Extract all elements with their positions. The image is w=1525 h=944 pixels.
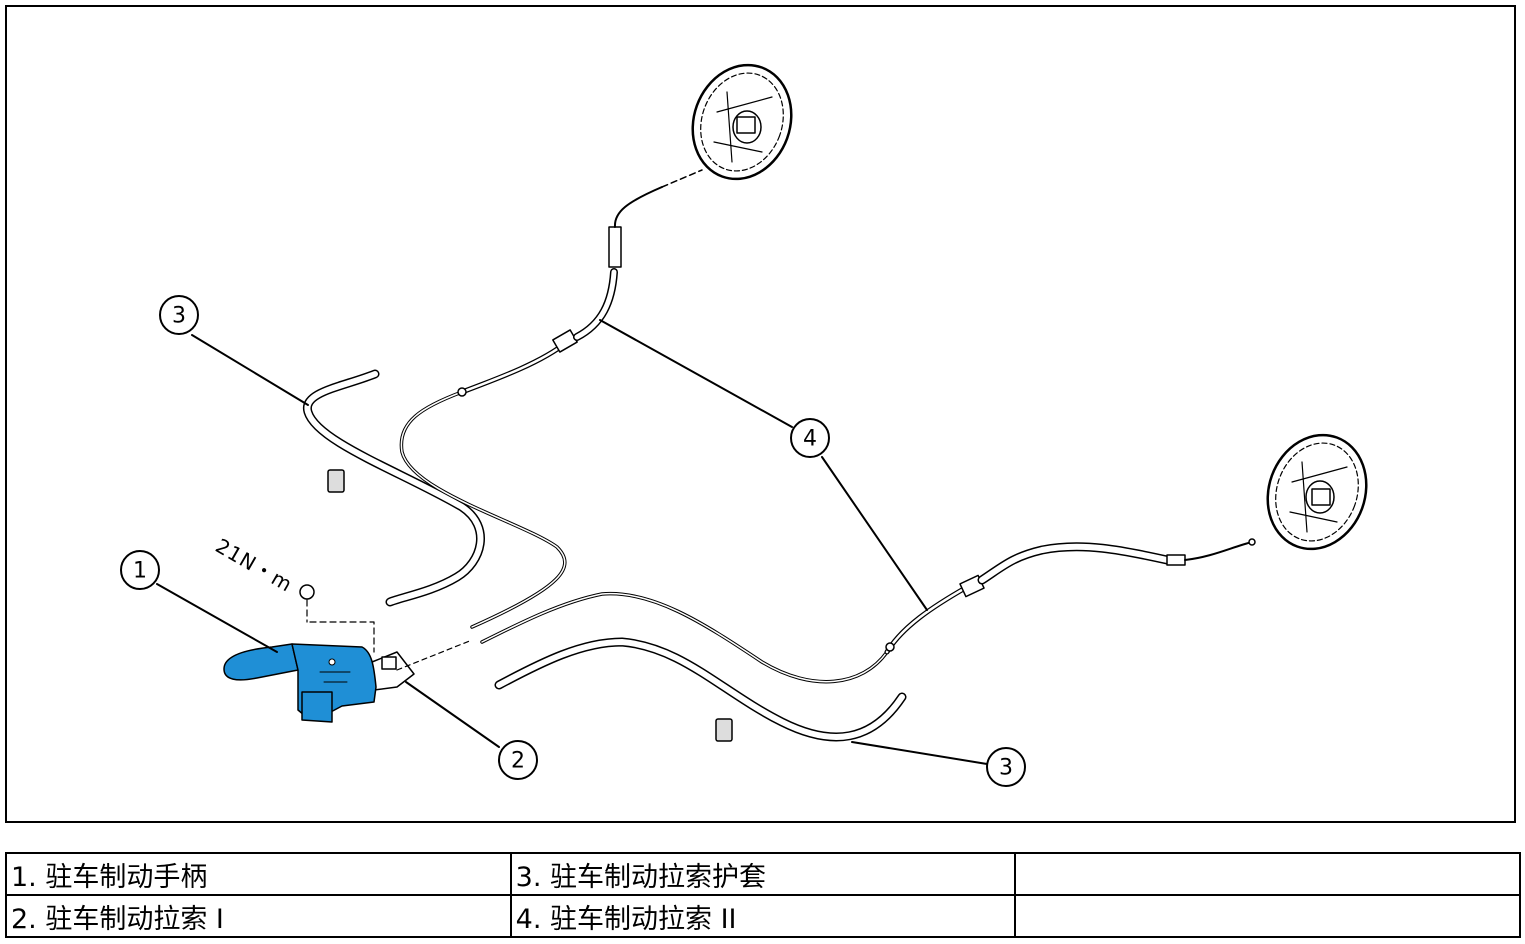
equalizer-bracket <box>371 639 473 691</box>
cable-clip-upper <box>327 469 345 493</box>
legend-cell: 3. 驻车制动拉索护套 <box>509 852 1017 896</box>
mounting-nut <box>299 584 315 600</box>
cable-sleeve-lower <box>494 637 907 742</box>
brake-drum-lower <box>1266 433 1368 551</box>
diagram-canvas: 1 2 3 3 4 21N・m <box>120 63 1368 787</box>
legend-cell <box>1014 894 1521 938</box>
legend-cell <box>1014 852 1521 896</box>
callout-4-label: 4 <box>803 427 817 452</box>
cable-sleeve-upper <box>303 369 485 607</box>
callout-3-lower-label: 3 <box>999 756 1013 781</box>
legend-table: 1. 驻车制动手柄 3. 驻车制动拉索护套 2. 驻车制动拉索 I 4. 驻车制… <box>5 852 1521 938</box>
cable-ii-upper <box>399 169 703 629</box>
legend-cell: 4. 驻车制动拉索 II <box>509 894 1017 938</box>
legend-row: 2. 驻车制动拉索 I 4. 驻车制动拉索 II <box>5 894 1521 938</box>
callout-2-label: 2 <box>511 749 525 774</box>
callout-3-lower-circle <box>986 747 1026 787</box>
parking-brake-diagram: 1 2 3 3 4 21N・m <box>5 5 1516 823</box>
cable-ii-lower <box>480 538 1256 684</box>
legend-row: 1. 驻车制动手柄 3. 驻车制动拉索护套 <box>5 852 1521 896</box>
callout-1-label: 1 <box>133 559 147 584</box>
legend-cell: 2. 驻车制动拉索 I <box>5 894 512 938</box>
callout-4-circle <box>790 418 830 458</box>
callout-1-circle <box>120 550 160 590</box>
torque-label: 21N・m <box>212 534 298 597</box>
brake-drum-upper <box>691 63 793 181</box>
callout-3-upper-circle <box>159 295 199 335</box>
callout-3-upper-label: 3 <box>172 304 186 329</box>
cable-clip-lower <box>715 718 733 742</box>
parking-brake-handle <box>223 643 377 723</box>
callout-2-circle <box>498 740 538 780</box>
leader-lines <box>156 319 988 765</box>
legend-cell: 1. 驻车制动手柄 <box>5 852 512 896</box>
